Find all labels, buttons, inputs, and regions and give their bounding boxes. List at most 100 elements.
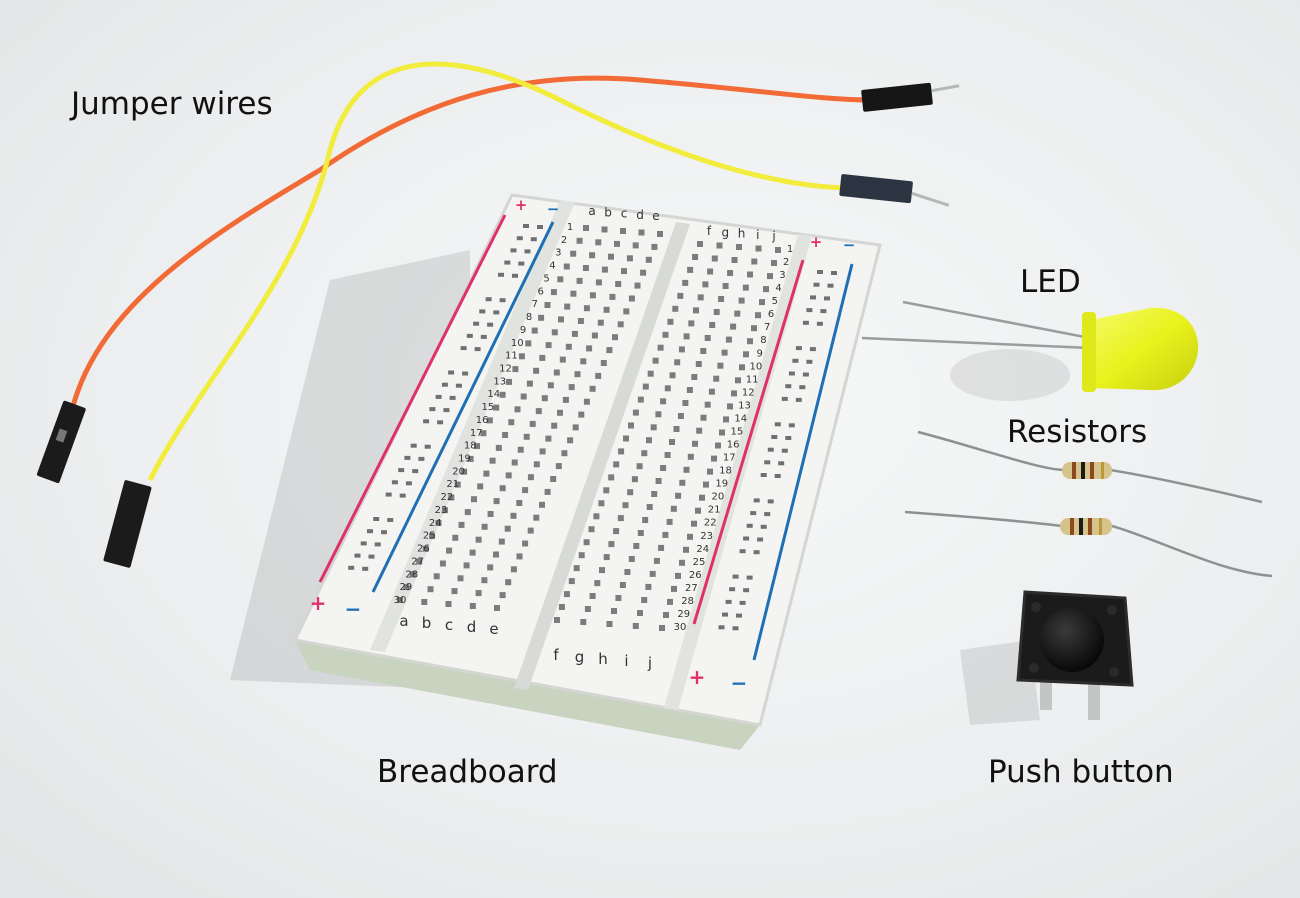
row-number: 4 [549,261,555,272]
hole [612,334,618,341]
hole [637,610,643,616]
rail-hole [362,566,369,571]
hole [674,359,681,366]
rail-hole [360,541,367,546]
hole [504,525,511,532]
rail-hole [753,498,760,503]
hole [673,426,680,432]
hole [591,332,598,339]
hole [544,488,551,495]
yellow-wire-male-pin [839,174,950,207]
push-button [1016,590,1134,720]
hole [533,461,540,468]
rail-hole [473,321,480,326]
hole [687,266,694,273]
hole [617,515,624,522]
rail-hole [423,419,430,424]
right-rail-blue-line [752,263,854,661]
hole [576,237,583,244]
hole [655,478,662,484]
rail-hole [792,358,799,363]
row-number: 22 [704,518,717,529]
rail-hole [774,422,781,427]
rail-hole [785,436,792,440]
hole [731,390,737,397]
hole [508,419,515,426]
hole [677,292,684,299]
rail-hole [739,549,746,554]
column-letter: c [445,616,453,634]
rail-hole [448,370,455,375]
hole [539,501,545,508]
hole [652,357,659,364]
row-number: 4 [775,283,781,294]
hole [606,621,613,627]
hole [416,558,423,565]
hole [650,424,657,431]
column-letter: d [467,618,477,636]
hole [565,343,572,350]
hole [486,417,493,424]
rail-hole [722,612,728,617]
rail-hole [760,473,767,477]
label-resistors: Resistors [1007,414,1148,450]
hole [498,538,505,545]
minus-mark: − [731,671,748,695]
hole [574,371,581,378]
hole [682,400,689,406]
hole [533,514,540,521]
hole [458,521,465,528]
hole [611,608,617,614]
hole [454,481,461,488]
hole [568,384,575,391]
hole [734,310,741,317]
hole [583,539,590,546]
hole [640,269,647,276]
hole [475,536,482,543]
hole [510,566,517,573]
breadboard-base [295,640,760,750]
hole [511,459,518,466]
orange-wire-female-connector [36,400,86,484]
hole [731,257,738,263]
hole [529,420,536,427]
hole [609,293,616,300]
hole [512,366,519,373]
hole [489,457,496,464]
column-letter: c [621,207,628,221]
hole [645,583,652,590]
row-number: 17 [723,453,736,464]
rail-hole [788,423,795,428]
row-number: 11 [746,374,759,385]
hole [422,545,429,552]
rail-hole [516,236,523,241]
yellow-wire [147,61,846,482]
hole [559,356,566,363]
hole [615,595,622,601]
row-number: 3 [555,248,561,259]
plus-mark: + [310,591,327,615]
hole [457,575,464,582]
rail-hole [827,283,834,288]
hole [622,502,629,509]
hole [651,243,658,250]
breadboard-holes [397,225,781,631]
rail-hole [493,310,500,315]
hole [541,395,548,402]
hole [550,289,557,296]
rail-hole [441,382,448,387]
rail-hole [778,461,785,466]
row-number: 17 [470,428,483,439]
yellow-wire-female-connector [103,480,152,568]
rail-hole [732,626,739,631]
rail-hole [788,371,795,376]
hole [688,320,695,327]
rail-hole [718,625,725,630]
hole [520,393,527,400]
row-number: 2 [561,235,567,246]
rail-hole [523,224,529,228]
left-rail-divider [370,200,575,652]
hole [707,468,713,475]
